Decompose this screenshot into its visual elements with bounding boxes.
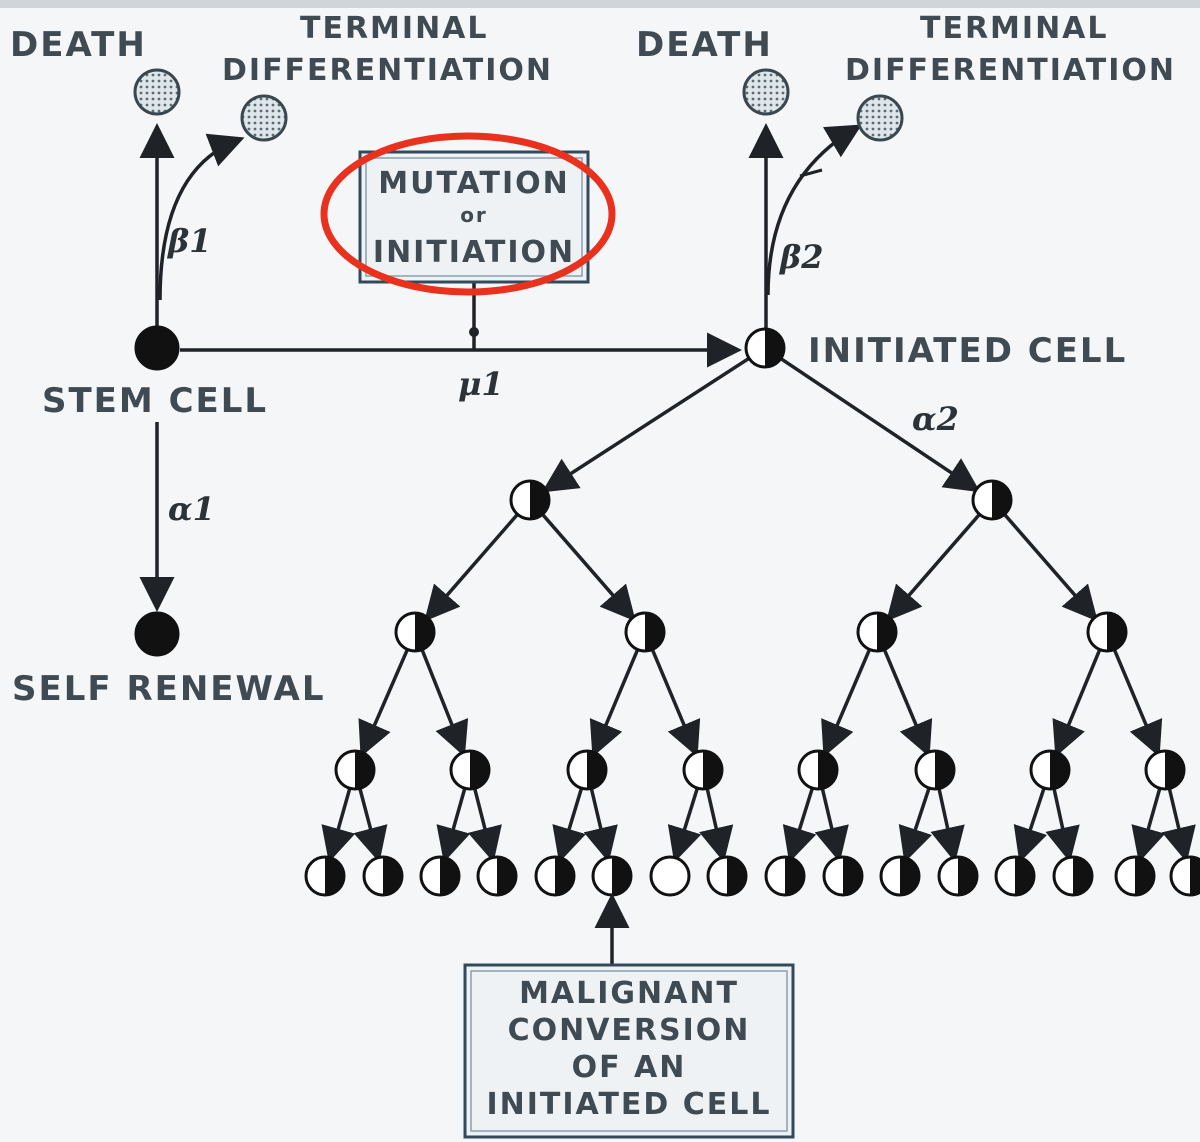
alpha1-rate-label: α1 [168, 490, 215, 528]
malignant-box-line4: INITIATED CELL [487, 1087, 772, 1122]
left-differentiation-label: DIFFERENTIATION [222, 53, 553, 88]
mutation-box-line1: MUTATION [378, 166, 569, 201]
self-renewal-cell [136, 613, 178, 655]
mutation-box-line3: INITIATION [373, 235, 575, 270]
mu1-rate-label: μ1 [458, 365, 504, 403]
mutation-box-line2: or [460, 203, 488, 227]
beta2-rate-label: β2 [779, 238, 824, 276]
stem-cell [136, 327, 178, 369]
initiated-daughter-cell-half [1190, 857, 1200, 895]
stem-cell-label: STEM CELL [42, 381, 268, 421]
mutation-connector-dot [469, 327, 479, 337]
left-death-label: DEATH [10, 25, 147, 65]
initiated-cell-label: INITIATED CELL [808, 331, 1127, 371]
malignant-box-line2: CONVERSION [508, 1013, 751, 1048]
stem-differentiated-cell-icon [242, 96, 286, 140]
malignant-cell [651, 857, 689, 895]
malignant-box-line3: OF AN [572, 1050, 687, 1085]
right-death-label: DEATH [636, 25, 773, 65]
malignant-box-line1: MALIGNANT [519, 976, 739, 1011]
beta1-rate-label: β1 [167, 222, 212, 260]
stem-death-cell-icon [135, 70, 179, 114]
initiated-differentiated-cell-icon [858, 96, 902, 140]
alpha2-rate-label: α2 [912, 400, 959, 438]
right-terminal-label: TERMINAL [920, 11, 1109, 46]
initiated-death-cell-icon [744, 70, 788, 114]
self-renewal-label: SELF RENEWAL [12, 669, 325, 709]
right-differentiation-label: DIFFERENTIATION [845, 53, 1176, 88]
left-terminal-label: TERMINAL [300, 11, 489, 46]
